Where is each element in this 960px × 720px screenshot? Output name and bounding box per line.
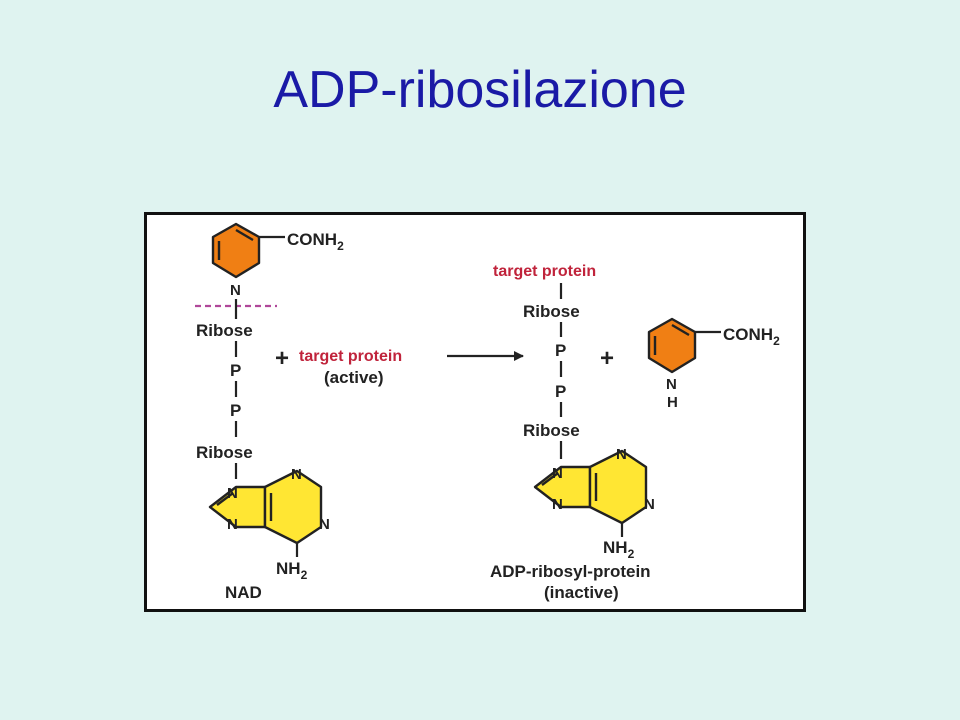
adp-ribosyl-protein-molecule: target protein Ribose P P Ribose N N N N… — [490, 263, 655, 602]
nad-name: NAD — [225, 583, 262, 602]
reactant-protein-label: target protein — [299, 348, 402, 365]
nad-ring-n: N — [230, 282, 241, 299]
nicotinamide-ring-h: H — [667, 394, 678, 411]
product-ribose-2: Ribose — [523, 421, 580, 440]
slide-title: ADP-ribosilazione — [273, 61, 687, 119]
product-name: ADP-ribosyl-protein — [490, 562, 651, 581]
nad-phosphate-1: P — [230, 361, 241, 380]
adenine-nad — [208, 469, 323, 545]
nad-ribose-1: Ribose — [196, 321, 253, 340]
nicotinamide-molecule: CONH2 N H — [647, 317, 780, 411]
nad-molecule: CONH2 N Ribose P P Ribose N N N N NH2 NA… — [195, 222, 344, 602]
product-adenine-n1: N — [616, 446, 627, 463]
plus-sign-2: + — [600, 345, 614, 372]
product-nh2-label: NH2 — [603, 538, 635, 561]
nad-adenine-n3: N — [319, 516, 330, 533]
nad-adenine-n9: N — [227, 485, 238, 502]
product-protein-label: target protein — [493, 263, 596, 280]
plus-sign-1: + — [275, 345, 289, 372]
product-adenine-n7: N — [552, 496, 563, 513]
adenine-product — [533, 449, 648, 525]
product-adenine-n3: N — [644, 496, 655, 513]
nicotinamide-conh2-label: CONH2 — [723, 325, 780, 348]
nad-nh2-label: NH2 — [276, 559, 308, 582]
nad-adenine-n1: N — [291, 466, 302, 483]
reactant-state: (active) — [324, 368, 384, 387]
product-phosphate-2: P — [555, 382, 566, 401]
product-adenine-n9: N — [552, 465, 563, 482]
nicotinamide-ring-n: N — [666, 376, 677, 393]
product-phosphate-1: P — [555, 341, 566, 360]
nad-phosphate-2: P — [230, 401, 241, 420]
nad-ribose-2: Ribose — [196, 443, 253, 462]
product-ribose-1: Ribose — [523, 302, 580, 321]
nad-adenine-n7: N — [227, 516, 238, 533]
reaction-diagram: CONH2 N Ribose P P Ribose N N N N NH2 NA… — [144, 212, 806, 612]
nad-conh2-label: CONH2 — [287, 230, 344, 253]
product-state: (inactive) — [544, 583, 619, 602]
